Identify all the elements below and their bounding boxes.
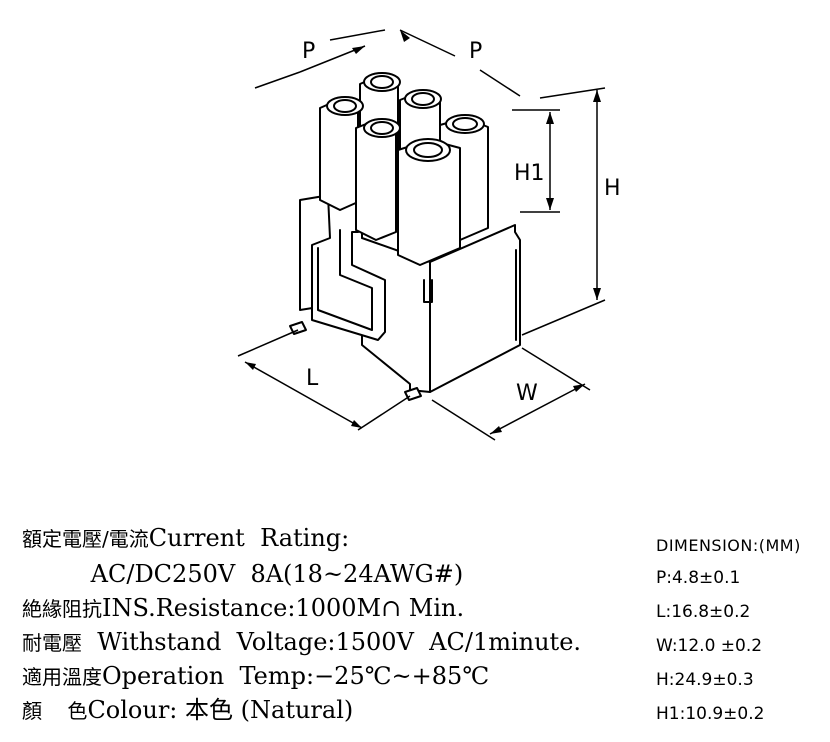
label-p-left: P [302,39,315,64]
dimension-w: W:12.0 ±0.2 [656,636,763,656]
dimensions-title: DIMENSION:(MM) [656,536,801,555]
spec-cjk: 額定電壓/電流 [22,527,149,551]
w-dim-line [489,383,586,435]
arrow [245,362,256,370]
pin-tower-4 [355,118,401,241]
arrow [593,288,601,300]
spec-text: Current Rating: [148,524,350,552]
arrow [400,30,410,42]
p-right-ext [479,69,521,97]
spec-colour: 顏 色Colour: 本色 (Natural) [22,698,353,722]
w-right-ext [521,347,591,391]
arrow [573,384,585,392]
l-left-ext [237,329,299,357]
arrow [351,420,362,428]
label-l: L [306,366,319,391]
spec-ins-resistance: 絶緣阻抗INS.Resistance:1000M∩ Min. [22,596,464,620]
arrow [352,46,365,54]
label-h1: H1 [514,161,545,186]
spec-operation-temp: 適用溫度Operation Temp:−25℃~+85℃ [22,664,489,688]
label-h: H [604,176,621,201]
spec-text: Operation Temp:−25℃~+85℃ [102,662,490,690]
p-left-ext-1 [254,71,301,89]
label-w: W [516,381,538,406]
p-right-dim [399,29,456,57]
dimension-l: L:16.8±0.2 [656,602,751,622]
dimension-h: H:24.9±0.3 [656,670,754,690]
label-p-right: P [469,39,482,64]
p-top-ext [329,29,386,41]
connector-drawing: P P H1 H L W [237,29,621,441]
spec-cjk: 絶緣阻抗 [22,597,102,621]
l-dim-line [244,361,363,429]
spec-current-rating: 額定電壓/電流Current Rating: [22,526,349,550]
pin-tower-6 [397,138,461,266]
spec-text: INS.Resistance:1000M∩ Min. [102,594,465,622]
spec-cjk: 耐電壓 [22,631,82,655]
dimension-h1: H1:10.9±0.2 [656,704,765,724]
latch-inner [317,229,373,331]
h-bottom-ext [521,299,606,336]
spec-text: Colour: 本色 (Natural) [87,696,354,724]
w-left-ext [431,399,496,441]
arrow [593,90,601,102]
arrow [490,426,502,434]
spec-current-value: AC/DC250V 8A(18~24AWG#) [22,560,464,588]
l-right-ext [357,395,411,431]
spec-withstand-voltage: 耐電壓 Withstand Voltage:1500V AC/1minute. [22,630,581,654]
peg [423,279,433,303]
spec-text: AC/DC250V 8A(18~24AWG#) [22,560,464,588]
arrow [546,198,554,210]
pin-tower-2 [319,96,364,211]
spec-cjk: 顏 色 [22,699,88,723]
arrow [546,112,554,124]
dimension-p: P:4.8±0.1 [656,568,741,588]
h-top-ext [539,87,606,99]
spec-text: Withstand Voltage:1500V AC/1minute. [82,628,582,656]
spec-cjk: 適用溫度 [22,665,102,689]
